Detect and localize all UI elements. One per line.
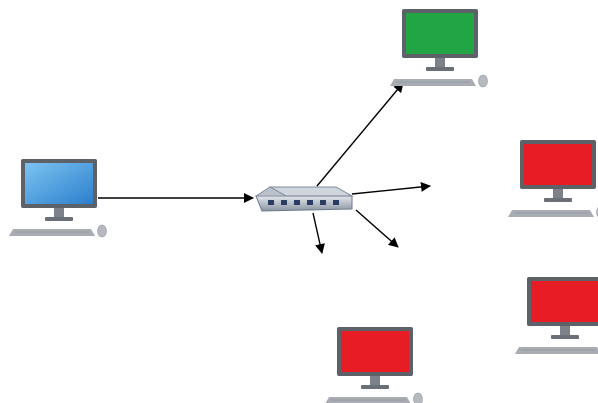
monitor-stand: [370, 376, 380, 386]
switch-port: [294, 200, 300, 205]
monitor-screen: [524, 144, 592, 185]
monitor-stand: [435, 58, 445, 68]
keyboard: [515, 347, 598, 354]
keyboard: [9, 229, 95, 236]
monitor-stand: [54, 208, 64, 218]
monitor-base: [361, 385, 389, 389]
edge-switch-to-red-1: [351, 181, 431, 195]
switch-port: [268, 200, 274, 205]
switch-port: [281, 200, 287, 205]
monitor-stand: [553, 189, 563, 199]
receiver-computer-icon: [390, 9, 488, 88]
mouse: [478, 74, 488, 88]
monitor-base: [45, 217, 73, 221]
edge-switch-to-red-3: [312, 212, 325, 254]
keyboard: [390, 79, 476, 86]
network-switch-icon: [254, 186, 354, 212]
red-computer-icon: [325, 327, 423, 403]
monitor-base: [544, 198, 572, 202]
mouse: [97, 224, 107, 238]
mouse: [413, 392, 423, 403]
switch-port: [307, 200, 313, 205]
monitor-screen: [25, 163, 93, 204]
red-computer-icon: [515, 277, 598, 354]
monitor-screen: [531, 281, 598, 322]
switch-port: [333, 200, 339, 205]
source-computer-icon: [9, 159, 107, 238]
monitor-screen: [406, 13, 474, 54]
monitor-stand: [560, 326, 570, 336]
edge-switch-to-receiver: [316, 82, 404, 187]
edge-switch-to-red-2: [355, 209, 399, 248]
monitor-screen: [341, 331, 409, 372]
monitor-base: [551, 335, 579, 339]
red-computer-icon: [508, 140, 598, 217]
monitor-base: [426, 67, 454, 71]
switch-port: [320, 200, 326, 205]
keyboard: [508, 210, 594, 217]
